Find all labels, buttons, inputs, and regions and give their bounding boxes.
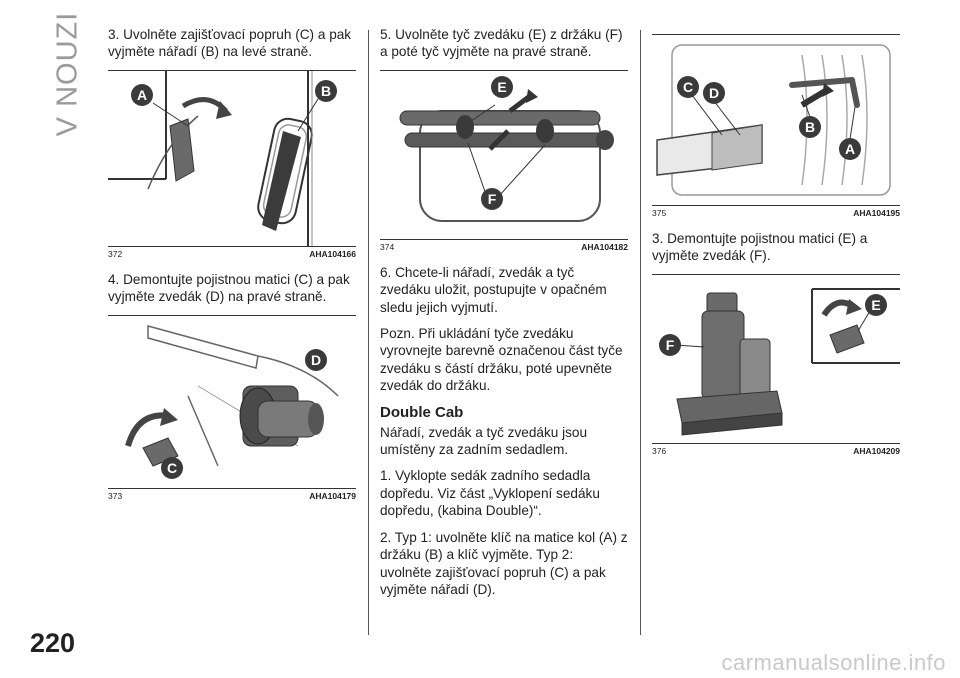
figure-code: AHA104182 (581, 241, 628, 252)
double-cab-intro: Nářadí, zvedák a tyč zvedáku jsou umístě… (380, 424, 588, 458)
svg-text:C: C (167, 460, 177, 476)
callout-f: F (659, 333, 681, 356)
section-title: V NOUZI (46, 12, 90, 137)
figure-374-caption: 374 AHA104182 (380, 242, 628, 252)
figure-373-caption: 373 AHA104179 (108, 491, 356, 501)
figure-number: 372 (108, 248, 123, 259)
svg-text:B: B (805, 119, 815, 135)
svg-text:F: F (488, 191, 497, 207)
callout-c: C (161, 456, 183, 479)
callout-d: D (305, 348, 327, 371)
svg-text:E: E (497, 79, 506, 95)
svg-text:C: C (683, 79, 693, 95)
figure-code: AHA104166 (309, 248, 356, 259)
figure-376-caption: 376 AHA104209 (652, 446, 900, 456)
figure-375: C D B A (652, 34, 900, 206)
svg-text:D: D (709, 85, 719, 101)
figure-374: E F (380, 69, 628, 240)
svg-text:B: B (321, 83, 331, 99)
step-3-text: 3. Uvolněte zajišťovací popruh (C) a pak… (108, 27, 352, 60)
figure-number: 375 (652, 208, 667, 218)
figure-376-illustration: E F (652, 274, 900, 443)
callout-a: A (839, 138, 861, 160)
figure-number: 374 (380, 241, 395, 252)
column-divider (640, 30, 641, 635)
column-3: C D B A 375 AHA104195 3. Demontujte poji… (652, 26, 900, 468)
callout-d: D (703, 82, 725, 104)
svg-text:D: D (311, 352, 321, 368)
figure-375-illustration: C D B A (652, 35, 900, 205)
svg-text:A: A (845, 141, 855, 157)
callout-f: F (481, 187, 503, 210)
note-text: Pozn. Při ukládání tyče zvedáku vyrovnej… (380, 326, 623, 394)
svg-text:F: F (666, 337, 675, 353)
callout-b: B (799, 116, 821, 138)
double-cab-step-1: 1. Vyklopte sedák zadního sedadla dopřed… (380, 468, 600, 519)
double-cab-step-2: 2. Typ 1: uvolněte klíč na matice kol (A… (380, 529, 628, 597)
step-6-text: 6. Chcete-li nářadí, zvedák a tyč zvedák… (380, 264, 607, 315)
figure-376: E F (652, 273, 900, 444)
figure-number: 373 (108, 490, 123, 501)
callout-e: E (865, 293, 887, 316)
svg-text:E: E (871, 297, 880, 313)
section-heading: Double Cab (380, 403, 464, 421)
figure-375-caption: 375 AHA104195 (652, 208, 900, 218)
column-divider (368, 30, 369, 635)
figure-373: D C (108, 314, 356, 489)
figure-number: 376 (652, 445, 667, 456)
callout-a: A (131, 83, 153, 106)
figure-code: AHA104179 (309, 490, 356, 501)
page-number: 220 (30, 628, 76, 658)
svg-text:A: A (137, 87, 147, 103)
figure-code: AHA104195 (853, 208, 900, 218)
step-5-text: 5. Uvolněte tyč zvedáku (E) z držáku (F)… (380, 27, 623, 60)
step-4-text: 4. Demontujte pojistnou matici (C) a pak… (108, 271, 350, 305)
callout-b: B (315, 79, 337, 102)
step-3-text: 3. Demontujte pojistnou matici (E) a vyj… (652, 231, 868, 264)
figure-372-illustration: A B (108, 70, 356, 246)
callout-e: E (491, 75, 513, 98)
column-1: 3. Uvolněte zajišťovací popruh (C) a pak… (108, 26, 356, 513)
figure-372-caption: 372 AHA104166 (108, 249, 356, 259)
figure-372: A B (108, 69, 356, 247)
section-title-text: V NOUZI (51, 11, 84, 137)
watermark: carmanualsonline.info (721, 650, 946, 675)
figure-373-illustration: D C (108, 315, 356, 488)
column-2: 5. Uvolněte tyč zvedáku (E) z držáku (F)… (380, 26, 628, 607)
callout-c: C (677, 76, 699, 98)
figure-code: AHA104209 (853, 445, 900, 456)
figure-374-illustration: E F (380, 70, 628, 239)
